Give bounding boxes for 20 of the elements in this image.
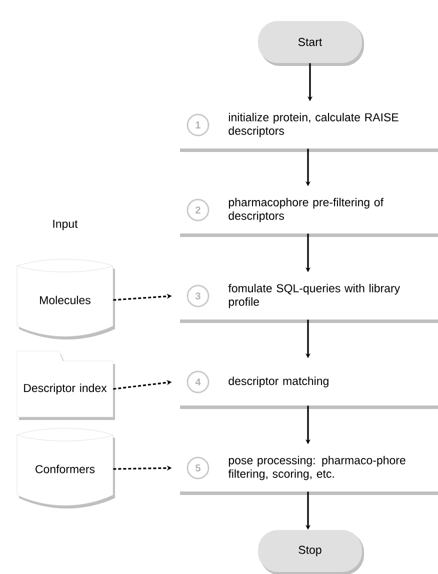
process-box: [178, 358, 438, 409]
step-text: fomulate SQL-queries with library profile: [228, 284, 400, 308]
step-text: pharmacophore pre-filtering of descriptors: [228, 198, 384, 222]
terminal-pill: Start: [258, 21, 364, 66]
terminal-pill: Stop: [258, 530, 364, 574]
step-number: 4: [186, 370, 210, 394]
step-text: initialize protein, calculate RAISE descriptors: [228, 112, 398, 138]
step-number: 5: [186, 456, 210, 480]
step-number: 1: [186, 114, 210, 136]
step-number: 2: [186, 198, 210, 222]
process-box: [178, 186, 438, 237]
process-box: [178, 102, 438, 152]
step-text: pose processing: pharmaco-phore filtering, scoring, etc.: [228, 456, 406, 480]
step-text: descriptor matching: [228, 376, 328, 388]
database-cylinder: Molecules: [16, 259, 115, 340]
process-box: [178, 272, 438, 323]
input-label: Input: [53, 220, 78, 230]
process-box: [178, 444, 438, 495]
step-number: 3: [186, 284, 210, 308]
database-cylinder: Conformers: [16, 428, 115, 508]
